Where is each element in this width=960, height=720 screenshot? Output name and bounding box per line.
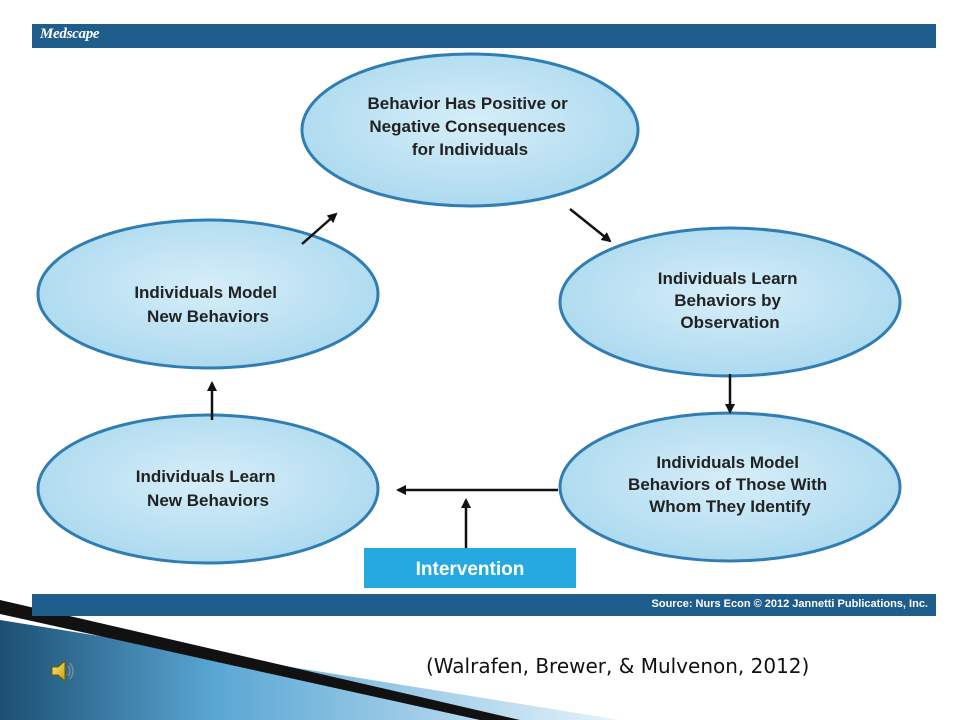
svg-text:Individuals Model Be: Individuals Model Behaviors of Those Wit… xyxy=(628,453,832,516)
node-left-upper-line-2: New Behaviors xyxy=(147,307,269,326)
citation: (Walrafen, Brewer, & Mulvenon, 2012) xyxy=(426,654,810,678)
arrow-left-upper-to-top xyxy=(301,212,338,245)
svg-text:Individuals Model Ne: Individuals Model New Behaviors xyxy=(134,283,281,326)
node-right-upper: Individuals Learn Behaviors by Observati… xyxy=(558,226,902,378)
node-left-lower: Individuals Learn New Behaviors xyxy=(36,413,380,565)
node-left-upper-line-1: Individuals Model xyxy=(134,283,277,302)
node-left-lower-line-2: New Behaviors xyxy=(147,491,269,510)
node-top: Behavior Has Positive or Negative Conseq… xyxy=(300,52,640,208)
social-learning-cycle-diagram: Behavior Has Positive or Negative Conseq… xyxy=(36,52,902,588)
medscape-logo: Medscape xyxy=(40,26,100,42)
decorative-swoosh xyxy=(0,600,620,720)
node-right-lower-line-3: Whom They Identify xyxy=(649,497,811,516)
node-right-upper-line-2: Behaviors by xyxy=(674,291,781,310)
figure-frame: Medscape Behavior Has Positive or Negati… xyxy=(32,24,936,616)
svg-text:Individuals Learn Be: Individuals Learn Behaviors by Observati… xyxy=(658,269,803,332)
node-right-upper-line-1: Individuals Learn xyxy=(658,269,798,288)
svg-text:Individuals Learn Ne: Individuals Learn New Behaviors xyxy=(136,467,281,510)
node-right-lower-line-1: Individuals Model xyxy=(656,453,799,472)
node-right-upper-line-3: Observation xyxy=(680,313,779,332)
source-bar: Source: Nurs Econ © 2012 Jannetti Public… xyxy=(32,594,936,616)
arrow-top-to-right-upper xyxy=(569,208,612,243)
source-credit: Source: Nurs Econ © 2012 Jannetti Public… xyxy=(651,598,928,610)
header-bar: Medscape xyxy=(32,24,936,48)
node-top-line-1: Behavior Has Positive or xyxy=(367,94,568,113)
swoosh-dark xyxy=(0,600,520,720)
node-top-line-3: for Individuals xyxy=(412,140,528,159)
node-left-upper: Individuals Model New Behaviors xyxy=(36,218,380,370)
node-right-lower-line-2: Behaviors of Those With xyxy=(628,475,827,494)
node-right-lower: Individuals Model Behaviors of Those Wit… xyxy=(558,411,902,563)
node-left-lower-line-1: Individuals Learn xyxy=(136,467,276,486)
svg-text:Behavior Has Positive or: Behavior Has Positive or Negative Conseq… xyxy=(367,94,572,159)
intervention-label: Intervention xyxy=(416,559,525,580)
speaker-icon[interactable] xyxy=(48,656,78,686)
node-top-line-2: Negative Consequences xyxy=(369,117,566,136)
intervention-box: Intervention xyxy=(364,548,576,588)
